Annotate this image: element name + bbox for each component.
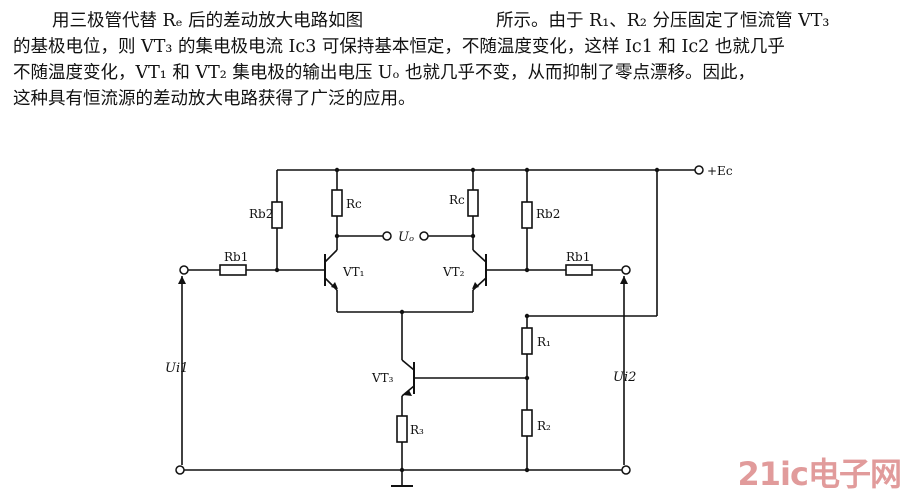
label-output: Uₒ (398, 230, 414, 245)
label-vt3: VT₃ (371, 371, 394, 385)
supply-terminal (694, 165, 704, 175)
label-r1: R₁ (537, 335, 551, 349)
paragraph-line-2: 的基极电位，则 VT₃ 的集电极电流 Ic3 可保持基本恒定，不随温度变化，这样… (13, 37, 785, 57)
resistor-rc-left (331, 189, 343, 217)
resistor-rc-right (467, 189, 479, 217)
input1-ground-terminal (175, 465, 185, 475)
label-rb2-left: Rb2 (249, 207, 273, 221)
resistor-r2 (521, 409, 533, 437)
paragraph-line-1: 用三极管代替 Rₑ 后的差动放大电路如图 (52, 11, 364, 31)
label-rc-left: Rc (346, 197, 362, 211)
label-rb2-right: Rb2 (536, 207, 560, 221)
resistor-rb1-left (219, 264, 247, 276)
resistor-rb2-right (521, 201, 533, 229)
input1-terminal (179, 265, 189, 275)
resistor-rb1-right (565, 264, 593, 276)
output-terminal-left (382, 231, 392, 241)
label-vt1: VT₁ (342, 265, 364, 279)
label-rc-right: Rc (449, 193, 465, 207)
watermark-logo: 21ic电子网 (737, 455, 902, 493)
output-terminal-right (419, 231, 429, 241)
resistor-r1 (521, 327, 533, 355)
label-rb1-right: Rb1 (566, 250, 590, 264)
label-r3: R₃ (410, 423, 424, 437)
input2-ground-terminal (621, 465, 631, 475)
resistor-r3 (396, 415, 408, 443)
paragraph-line-4: 这种具有恒流源的差动放大电路获得了广泛的应用。 (13, 89, 416, 109)
paragraph-line-1-continued: 所示。由于 R₁、R₂ 分压固定了恒流管 VT₃ (496, 11, 830, 31)
input2-terminal (621, 265, 631, 275)
label-input1: Ui1 (165, 361, 188, 376)
label-input2: Ui2 (613, 370, 636, 385)
label-vt2: VT₂ (442, 265, 465, 279)
resistor-rb2-left (271, 201, 283, 229)
label-supply: +Ec (707, 164, 733, 178)
label-rb1-left: Rb1 (224, 250, 248, 264)
label-r2: R₂ (537, 419, 551, 433)
paragraph-line-3: 不随温度变化，VT₁ 和 VT₂ 集电极的输出电压 Uₒ 也就几乎不变，从而抑制… (13, 63, 755, 83)
